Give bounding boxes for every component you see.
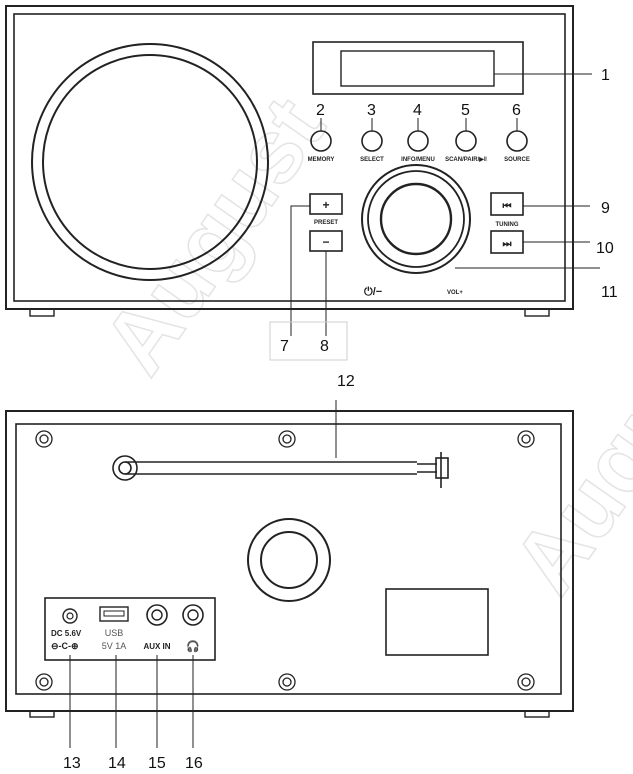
callout-number-16: 16 [185,755,203,772]
preset-minus-icon: − [322,235,329,249]
speaker-grille-outer [31,43,269,281]
vol-plus-label: VOL+ [447,290,463,296]
back-cabinet-inner [15,423,562,695]
bass-port-outer [247,518,331,602]
telescopic-antenna[interactable] [112,452,449,488]
display-window-inner [340,50,495,87]
usb-label: USB [105,628,124,638]
callout-number-12: 12 [337,373,355,390]
scan-pair-label: SCAN/PAIR/▶‖ [445,156,487,163]
callout-number-10: 10 [596,240,614,257]
front-foot-left [29,308,55,317]
scan-pair-button[interactable] [455,130,477,152]
back-foot-left [29,710,55,718]
front-foot-right [524,308,550,317]
source-label: SOURCE [504,157,530,163]
info-menu-label: INFO/MENU [401,157,435,163]
source-button[interactable] [506,130,528,152]
back-foot-right [524,710,550,718]
display-window-outer [312,41,524,95]
callout-number-11: 11 [601,284,618,301]
bass-port-inner [260,531,318,589]
connector-panel [44,597,216,661]
headphone-icon: 🎧 [186,640,200,653]
watermark-group: August August [84,79,633,612]
callout-number-3: 3 [367,102,376,119]
callout-number-5: 5 [461,102,470,119]
tuning-prev-icon: ⏮ [503,201,512,212]
callout-number-4: 4 [413,102,422,119]
watermark-text-2: August [494,300,633,611]
callout-number-6: 6 [512,102,521,119]
antenna-pivot [112,455,138,481]
tuning-next-icon: ⏭ [503,239,512,250]
info-menu-button[interactable] [407,130,429,152]
preset-plus-button[interactable] [309,193,343,215]
screw-icon [517,430,535,448]
usb-port[interactable] [99,606,129,622]
dc-jack-pin [66,612,74,620]
back-cabinet-outer [5,410,574,712]
antenna-end-cap [435,457,449,479]
screw-icon [521,677,531,687]
callout-number-1: 1 [601,67,610,84]
dc-label: DC 5.6V [51,629,82,638]
usb-port-tongue [103,610,125,617]
screw-icon [278,430,296,448]
select-button[interactable] [361,130,383,152]
callout-number-7: 7 [280,338,289,355]
callout-number-2: 2 [316,102,325,119]
watermark-text-1: August [84,80,344,391]
screws [35,430,535,691]
screw-icon [35,430,53,448]
tuning-prev-button[interactable] [490,192,524,216]
screw-icon [35,673,53,691]
label-plate [385,588,489,656]
antenna-pivot-inner [118,461,132,475]
back-panel [5,400,574,748]
callout-line-7 [290,205,310,336]
front-panel-labels: 1 2 3 4 5 6 MEMORY SELECT INFO/MENU SCAN… [280,67,618,355]
callout-number-13: 13 [63,755,81,772]
front-cabinet-outer [5,5,574,310]
headphone-jack-inner [187,609,199,621]
volume-knob[interactable] [379,182,453,256]
headphone-jack[interactable] [182,604,204,626]
back-panel-labels: 12 DC 5.6V ⊖-C-⊕ USB 5V 1A AUX IN 🎧 13 1… [51,373,355,772]
screw-icon [278,673,296,691]
front-panel [5,5,600,361]
dc-jack[interactable] [62,608,78,624]
screw-icon [282,677,292,687]
callout-number-8: 8 [320,338,329,355]
screw-icon [517,673,535,691]
volume-knob-outer [361,164,471,274]
aux-in-label: AUX IN [143,642,170,651]
aux-in-jack[interactable] [146,604,168,626]
preset-plus-icon: + [322,198,329,212]
function-buttons [310,118,528,152]
speaker-grille-inner [42,54,258,270]
callout-number-14: 14 [108,755,126,772]
preset-label: PRESET [314,220,338,226]
callout-number-15: 15 [148,755,166,772]
dc-polarity-icon: ⊖-C-⊕ [51,641,79,651]
screw-icon [282,434,292,444]
screw-icon [39,677,49,687]
screw-icon [521,434,531,444]
tuning-label: TUNING [496,222,519,228]
aux-in-jack-inner [151,609,163,621]
front-cabinet-inner [13,13,566,302]
volume-knob-ring [367,170,465,268]
screw-icon [39,434,49,444]
memory-label: MEMORY [308,157,335,163]
usb-rating-label: 5V 1A [102,641,127,651]
callout-box-7-8 [269,321,348,361]
power-vol-minus-label: ⏻/− [364,285,382,298]
select-label: SELECT [360,157,384,163]
callout-number-9: 9 [601,200,610,217]
